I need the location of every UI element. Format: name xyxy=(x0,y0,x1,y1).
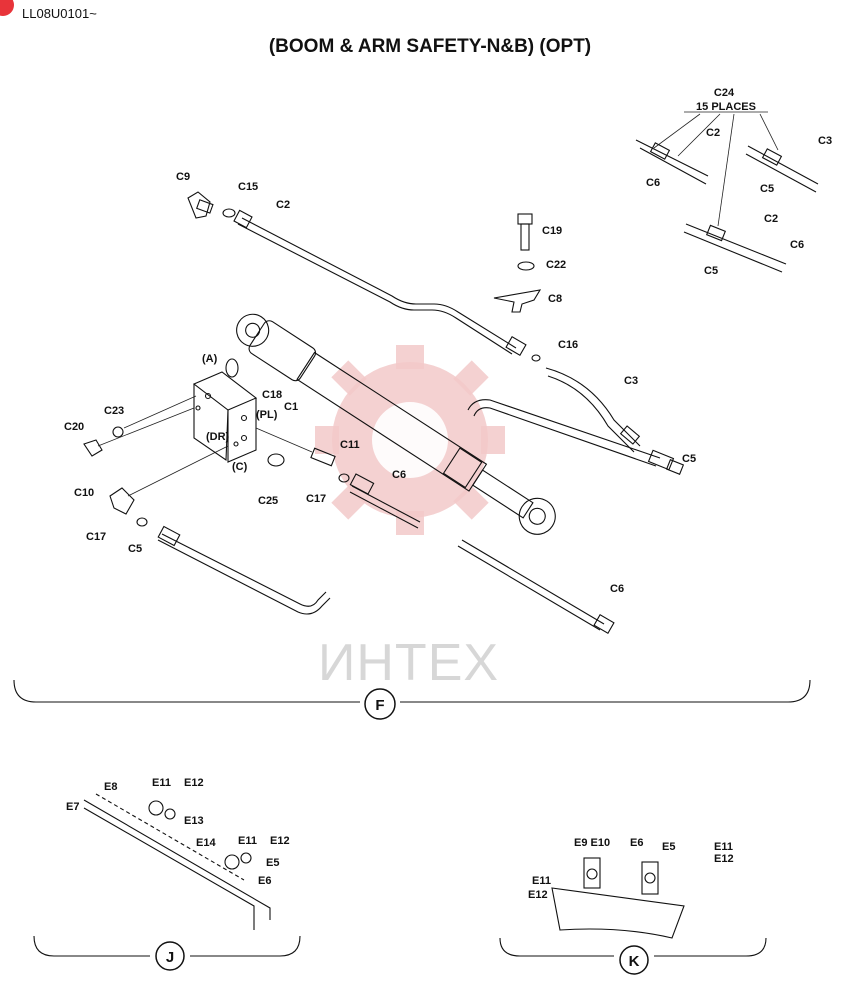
inset-label-c6-bottom: C6 xyxy=(790,239,804,251)
label-e5: E5 xyxy=(662,841,675,853)
label-e6: E6 xyxy=(630,837,643,849)
label-c1: C1 xyxy=(284,401,298,413)
label-e12-upper: E12 xyxy=(184,777,204,789)
label-15-places: 15 PLACES xyxy=(696,101,756,113)
section-f-drawing xyxy=(13,191,811,703)
label-c15: C15 xyxy=(238,181,258,193)
label-c5-right: C5 xyxy=(682,453,696,465)
label-e11-upper: E11 xyxy=(152,777,171,789)
label-c16: C16 xyxy=(558,339,578,351)
label-e13: E13 xyxy=(184,815,204,827)
red-marker-dot xyxy=(0,0,14,16)
label-c6-upper: C6 xyxy=(392,469,406,481)
inset-label-c6-top: C6 xyxy=(646,177,660,189)
label-e11-right: E11 xyxy=(714,841,733,853)
section-k-labels: E9 E10 E6 E5 E11 E12 E11 E12 xyxy=(528,837,734,901)
label-e12-left: E12 xyxy=(528,889,548,901)
label-c23: C23 xyxy=(104,405,124,417)
inset-label-c5-bottom: C5 xyxy=(704,265,718,277)
label-e9-e10: E9 E10 xyxy=(574,837,610,849)
label-port-pl: (PL) xyxy=(256,409,278,421)
label-e7: E7 xyxy=(66,801,79,813)
label-e8: E8 xyxy=(104,781,117,793)
section-f-bubble: F xyxy=(364,688,396,720)
label-e14: E14 xyxy=(196,837,216,849)
section-f-labels: C9 C15 C2 C19 C22 C8 C16 C3 C5 (A) C18 C… xyxy=(64,87,832,595)
label-c2: C2 xyxy=(276,199,290,211)
label-port-c: (C) xyxy=(232,461,248,473)
document-code: LL08U0101~ xyxy=(22,6,97,21)
section-k-bubble: K xyxy=(619,945,649,975)
label-c11: C11 xyxy=(340,439,360,451)
section-j-drawing xyxy=(33,793,301,957)
label-c3: C3 xyxy=(624,375,638,387)
label-c5-lower: C5 xyxy=(128,543,142,555)
inset-c24-hose-clamps xyxy=(635,111,819,273)
watermark-gear-logo xyxy=(315,345,505,535)
label-c17-upper: C17 xyxy=(306,493,326,505)
label-c25: C25 xyxy=(258,495,278,507)
label-c20: C20 xyxy=(64,421,84,433)
label-c19: C19 xyxy=(542,225,562,237)
watermark-text: ИНТЕХ xyxy=(318,634,499,692)
label-port-a: (A) xyxy=(202,353,218,365)
label-e12-lower: E12 xyxy=(270,835,290,847)
label-c24: C24 xyxy=(714,87,735,99)
inset-label-c2-top: C2 xyxy=(706,127,720,139)
label-c6-lower: C6 xyxy=(610,583,624,595)
label-c22: C22 xyxy=(546,259,566,271)
label-c8: C8 xyxy=(548,293,562,305)
svg-text:J: J xyxy=(166,949,174,966)
label-e6: E6 xyxy=(258,875,271,887)
label-c9: C9 xyxy=(176,171,190,183)
svg-text:K: K xyxy=(629,953,640,970)
label-c18: C18 xyxy=(262,389,282,401)
label-e12-right: E12 xyxy=(714,853,734,865)
section-k-drawing xyxy=(499,857,767,957)
page-title: (BOOM & ARM SAFETY-N&B) (OPT) xyxy=(268,36,592,57)
section-j-labels: E8 E11 E12 E7 E13 E14 E11 E12 E5 E6 xyxy=(66,777,290,887)
label-e11-lower: E11 xyxy=(238,835,257,847)
inset-label-c2-bottom: C2 xyxy=(764,213,778,225)
label-c10: C10 xyxy=(74,487,94,499)
label-e11-left: E11 xyxy=(532,875,551,887)
label-c17-lower: C17 xyxy=(86,531,106,543)
label-port-dr: (DR) xyxy=(206,431,230,443)
section-j-bubble: J xyxy=(155,941,185,971)
svg-text:F: F xyxy=(375,697,384,714)
inset-label-c3: C3 xyxy=(818,135,832,147)
label-e5: E5 xyxy=(266,857,279,869)
inset-label-c5-top: C5 xyxy=(760,183,774,195)
